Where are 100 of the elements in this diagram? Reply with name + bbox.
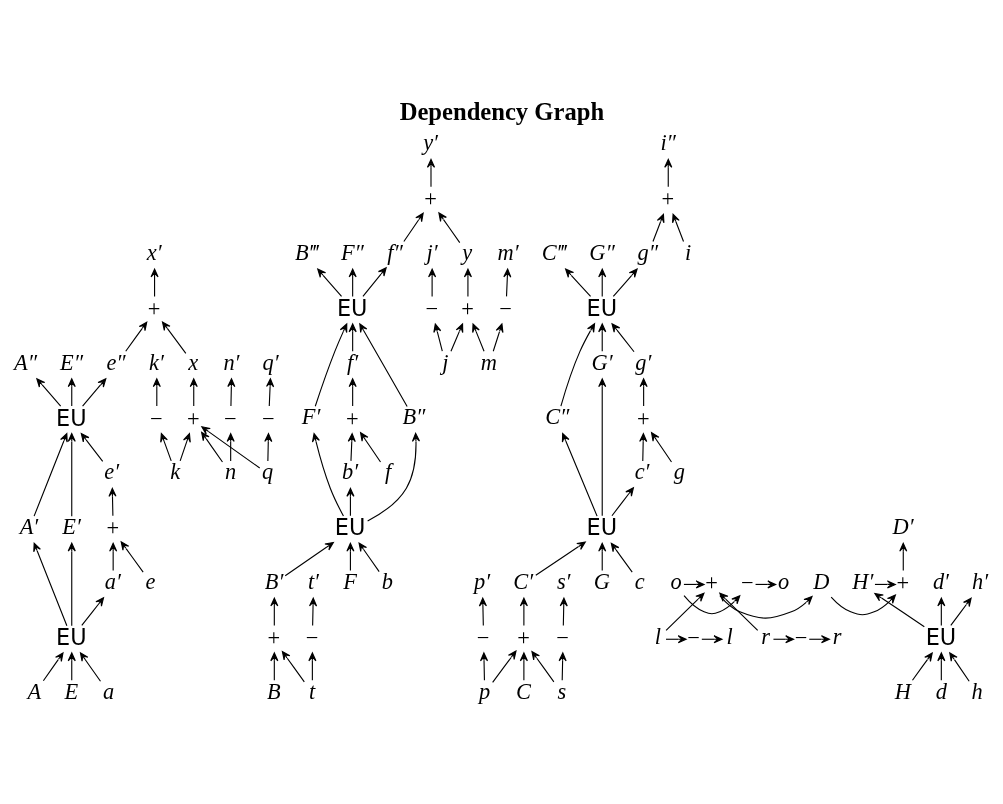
node-text: +	[896, 570, 910, 596]
node-text: g′	[635, 349, 652, 375]
node-text: a′	[104, 568, 121, 594]
node-text: o	[777, 568, 790, 594]
node-text: p	[479, 678, 491, 704]
node-text: EU	[334, 514, 366, 541]
node-text: +	[705, 570, 718, 596]
node-text: e	[145, 568, 156, 594]
arrow	[438, 212, 461, 244]
node-text: o	[670, 568, 682, 594]
node-text: +	[636, 405, 650, 431]
arrow	[808, 635, 830, 644]
arrow	[519, 597, 528, 626]
arrow	[433, 323, 443, 352]
arrow	[531, 650, 555, 683]
node-text: F	[343, 568, 357, 594]
node-text: B″	[402, 404, 426, 430]
node-text: EU	[56, 404, 87, 431]
arrow	[348, 268, 357, 297]
node-text: j	[442, 349, 449, 375]
arrow	[874, 592, 925, 628]
arrow	[610, 542, 633, 573]
arrow	[36, 378, 62, 407]
arrow	[463, 268, 472, 297]
arrow	[611, 487, 634, 517]
arrow	[665, 592, 705, 631]
arrow	[359, 323, 408, 408]
arrow	[598, 323, 607, 352]
node-text: h	[971, 678, 983, 704]
arrow	[535, 541, 586, 576]
arrow	[281, 650, 305, 683]
node-text: F″	[340, 239, 364, 265]
node-text: H′	[852, 568, 874, 594]
node-text: G″	[589, 239, 615, 265]
node-text: −	[305, 624, 319, 650]
node-text: e″	[106, 349, 126, 375]
node-text: n	[225, 459, 237, 485]
arrow	[558, 652, 567, 681]
arrow	[719, 592, 759, 631]
arrow	[150, 268, 159, 297]
node-text: f	[385, 459, 392, 485]
node-text: EU	[586, 294, 618, 321]
arrow	[270, 652, 279, 681]
arrow	[33, 542, 68, 627]
node-text: s′	[556, 568, 571, 594]
node-text: C″	[545, 404, 570, 430]
arrow	[937, 652, 946, 681]
node-text: +	[424, 186, 437, 212]
node-text: B′	[264, 568, 284, 594]
node-text: r	[761, 623, 770, 649]
arrow	[426, 158, 436, 188]
node-text: H	[894, 678, 912, 704]
diagram-title: Dependency Graph	[399, 97, 605, 125]
node-text: l	[726, 623, 733, 649]
node-text: t	[309, 678, 316, 704]
node-text: EU	[56, 623, 87, 650]
arrow	[492, 323, 504, 352]
arrow	[683, 595, 741, 615]
arrow	[317, 268, 343, 297]
node-text: y	[462, 239, 473, 265]
arrow	[227, 378, 236, 407]
node-text: −	[223, 405, 237, 431]
arrow	[360, 432, 382, 463]
arrow	[639, 433, 648, 462]
node-text: y′	[423, 130, 438, 156]
arrow	[937, 597, 946, 626]
node-text: C	[516, 678, 531, 704]
arrow	[598, 268, 607, 297]
node-text: b′	[342, 459, 359, 485]
node-text: h′	[972, 568, 989, 594]
node-text: d	[935, 678, 947, 704]
node-text: g″	[637, 239, 658, 265]
node-text: A′	[19, 514, 39, 540]
node-text: q′	[262, 349, 279, 375]
arrow	[226, 433, 235, 462]
arrow	[308, 597, 318, 626]
node-text: a	[103, 678, 115, 704]
arrow	[125, 321, 148, 352]
node-text: x	[188, 349, 199, 375]
arrow	[108, 487, 117, 517]
node-text: +	[661, 186, 675, 212]
node-text: s	[557, 678, 567, 704]
node-text: r	[832, 623, 842, 649]
arrow	[367, 432, 421, 522]
arrow	[346, 542, 355, 572]
node-text: f′	[347, 349, 359, 375]
arrow	[664, 158, 673, 188]
arrow	[559, 597, 568, 626]
node-text: +	[106, 515, 120, 541]
node-text: b	[381, 568, 393, 594]
node-text: E″	[60, 349, 83, 375]
arrow	[67, 542, 76, 627]
arrow	[950, 597, 972, 626]
arrow	[201, 426, 261, 469]
node-text: B‴	[295, 239, 319, 265]
arrow	[161, 321, 187, 354]
node-text: m	[480, 349, 497, 375]
arrow	[492, 650, 517, 683]
arrow	[348, 378, 357, 407]
node-text: x′	[146, 239, 162, 265]
